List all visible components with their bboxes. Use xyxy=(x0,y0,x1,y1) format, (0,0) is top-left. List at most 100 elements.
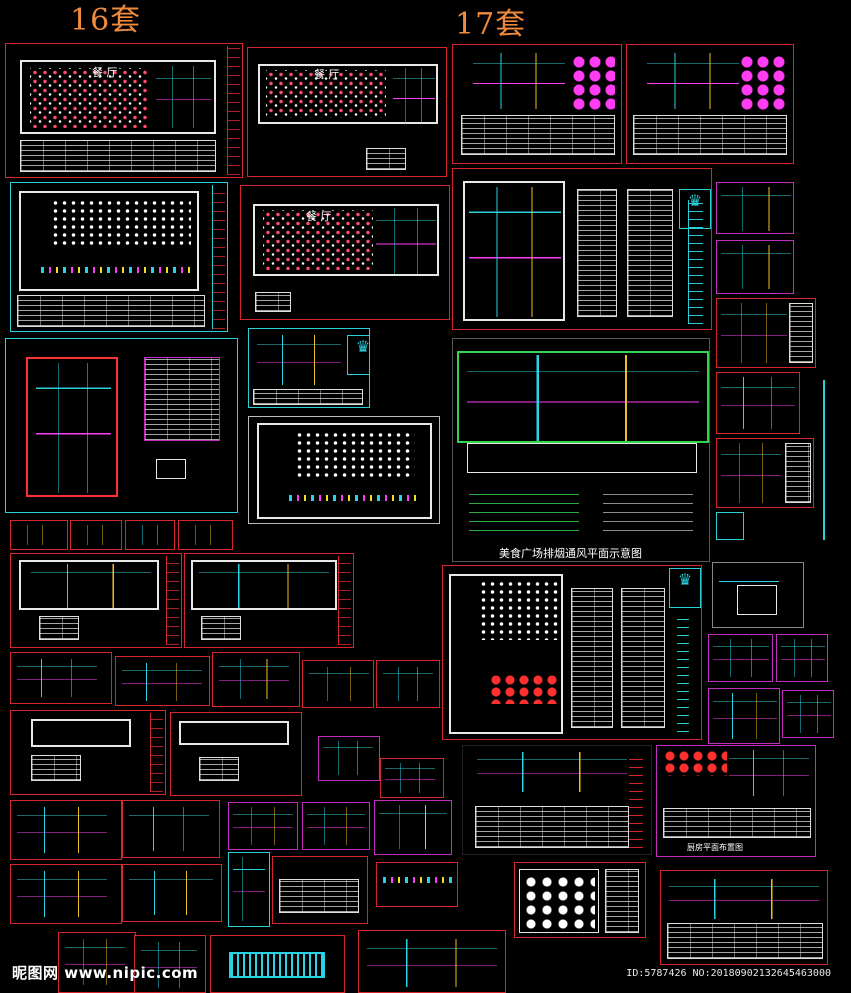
drawing-sheet-vertical-plan[interactable] xyxy=(5,338,238,513)
drawing-sheet-e3[interactable] xyxy=(228,852,270,927)
drawing-sheet-canteen[interactable] xyxy=(10,182,228,332)
duct-layout xyxy=(467,355,699,441)
drawing-sheet-detail[interactable] xyxy=(712,562,804,628)
drawing-sheet-b5[interactable] xyxy=(376,660,440,708)
thumb-content xyxy=(75,525,115,545)
equipment-table xyxy=(785,443,811,503)
drawing-sheet-f3[interactable] xyxy=(210,935,345,993)
equipment-table xyxy=(461,115,615,155)
thumb-content xyxy=(17,659,97,697)
drawing-sheet-d2[interactable] xyxy=(122,800,220,858)
title-block xyxy=(338,556,351,645)
red-tables xyxy=(489,674,561,704)
drawing-sheet-kitchen-plan[interactable]: ♛ xyxy=(452,168,712,330)
dimension-line xyxy=(719,581,779,582)
seating-layout xyxy=(51,199,191,249)
drawing-sheet-b4[interactable] xyxy=(302,660,374,708)
drawing-sheet-round-tables[interactable] xyxy=(514,862,646,938)
drawing-thumb-2[interactable] xyxy=(70,520,122,550)
drawing-sheet-e2[interactable] xyxy=(122,864,222,922)
drawing-sheet-g4[interactable] xyxy=(716,372,800,434)
drawing-thumb-1[interactable] xyxy=(10,520,68,550)
drawing-sheet-b3[interactable] xyxy=(212,652,300,707)
floor-plan xyxy=(191,560,337,610)
equipment-table xyxy=(605,869,639,933)
equipment-table xyxy=(253,389,363,405)
drawing-sheet-f2[interactable] xyxy=(134,935,206,993)
thumb-content xyxy=(721,377,795,429)
drawing-sheet-h2[interactable] xyxy=(776,634,828,682)
equipment-table xyxy=(663,808,811,838)
thumb-content xyxy=(141,942,197,988)
floor-plan xyxy=(229,952,325,978)
floor-plan xyxy=(31,719,131,747)
floor-plan xyxy=(258,64,438,124)
drawing-thumb-g6[interactable] xyxy=(716,512,744,540)
dining-hall-label: 餐 厅 xyxy=(92,66,118,79)
drawing-sheet-h1[interactable] xyxy=(708,634,773,682)
thumb-content xyxy=(219,659,289,699)
drawing-sheet-d5[interactable] xyxy=(374,800,452,855)
drawing-sheet-e5[interactable] xyxy=(376,862,458,907)
drawing-sheet-e1[interactable] xyxy=(10,864,122,924)
title-block-strip xyxy=(629,752,643,848)
floor-plan xyxy=(26,357,118,497)
drawing-thumb-4[interactable] xyxy=(178,520,233,550)
drawing-sheet-b2[interactable] xyxy=(115,656,210,706)
drawing-sheet-restaurant-3[interactable]: 厨房平面布置图 xyxy=(656,745,816,857)
floor-plan xyxy=(19,560,159,610)
drawing-sheet-c1[interactable] xyxy=(10,710,166,795)
drawing-sheet-g1[interactable] xyxy=(716,182,794,234)
drawing-sheet-h3[interactable] xyxy=(708,688,780,744)
drawing-sheet-f4[interactable] xyxy=(358,930,506,993)
legend-table xyxy=(199,757,239,781)
drawing-sheet-e4[interactable] xyxy=(272,856,368,924)
drawing-sheet-dining-hall-3[interactable]: 餐 厅 xyxy=(240,185,450,320)
seating-layout xyxy=(30,68,148,128)
drawing-sheet-h4[interactable] xyxy=(782,690,834,738)
drawing-thumb-3[interactable] xyxy=(125,520,175,550)
drawing-sheet-a2[interactable] xyxy=(184,553,354,648)
thumb-content xyxy=(307,807,365,845)
drawing-sheet-dining-hall-1[interactable]: 餐 厅 xyxy=(5,43,243,178)
thumb-content xyxy=(787,695,831,733)
drawing-sheet-f1[interactable] xyxy=(58,932,136,993)
seating-layout xyxy=(266,70,386,118)
set-16-title: 16套 xyxy=(70,3,142,38)
drawing-sheet-b1[interactable] xyxy=(10,652,112,704)
lower-wall xyxy=(467,443,697,473)
drawing-sheet-a1[interactable] xyxy=(10,553,182,648)
drawing-sheet-dining-hall-2[interactable]: 餐 厅 xyxy=(247,47,447,177)
detail-sketch xyxy=(737,585,777,615)
drawing-sheet-d4[interactable] xyxy=(302,802,370,850)
legend-table xyxy=(39,616,79,640)
equipment-table xyxy=(20,140,216,172)
drawing-sheet-kitchen-2[interactable] xyxy=(462,745,652,855)
floor-plan xyxy=(19,191,199,291)
drawing-sheet-c2[interactable] xyxy=(170,712,302,796)
duct-legend-1 xyxy=(469,491,579,531)
drawing-sheet-restaurant-2[interactable] xyxy=(626,44,794,164)
thumb-content xyxy=(713,639,769,677)
drawing-sheet-d1[interactable] xyxy=(10,800,122,860)
seating-layout xyxy=(263,210,373,270)
detail-sketch xyxy=(156,459,186,479)
drawing-sheet-food-court-ventilation[interactable]: 美食广场排烟通风平面示意图 xyxy=(452,338,710,562)
drawing-sheet-c3[interactable] xyxy=(318,736,380,781)
drawing-sheet-d3[interactable] xyxy=(228,802,298,850)
drawing-sheet-kitchen-3[interactable] xyxy=(660,870,828,965)
drawing-sheet-restaurant-1[interactable] xyxy=(452,44,622,164)
drawing-sheet-canteen-2[interactable] xyxy=(248,416,440,524)
drawing-sheet-small-kitchen[interactable]: ♛ xyxy=(248,328,370,408)
logo-icon: ♛ xyxy=(347,335,369,375)
drawing-sheet-c4[interactable] xyxy=(380,758,444,798)
title-block-strip xyxy=(677,612,689,732)
drawing-sheet-g5[interactable] xyxy=(716,438,814,508)
drawing-sheet-g3[interactable] xyxy=(716,298,816,368)
equipment-table-1 xyxy=(577,189,617,317)
drawing-sheet-g2[interactable] xyxy=(716,240,794,294)
seating-layout xyxy=(479,580,559,640)
dining-hall-label-3: 餐 厅 xyxy=(306,210,332,223)
drawing-sheet-food-court-layout[interactable]: ♛ xyxy=(442,565,702,740)
equipment-table xyxy=(17,295,205,327)
